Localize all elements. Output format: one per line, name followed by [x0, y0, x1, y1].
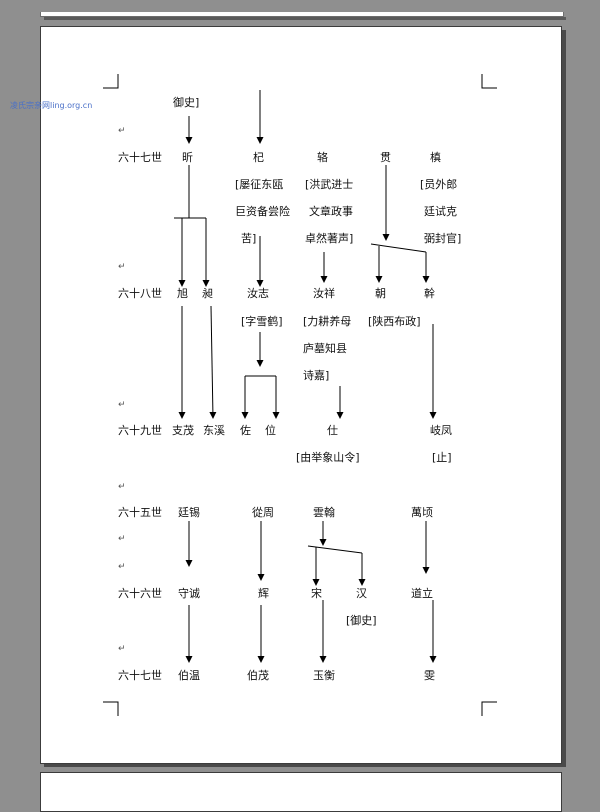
previous-page-edge	[40, 12, 564, 17]
person-name: 雯	[424, 669, 435, 682]
person-name: 岐凤	[430, 424, 452, 437]
person-name: 道立	[411, 587, 433, 600]
annotation-note: [御史]	[346, 614, 377, 627]
paragraph-mark: ↵	[118, 400, 126, 410]
generation-label: 六十八世	[118, 287, 162, 300]
generation-label: 六十七世	[118, 151, 162, 164]
person-name: 從周	[252, 506, 274, 519]
person-name: 汝祥	[313, 287, 335, 300]
paragraph-mark: ↵	[118, 644, 126, 654]
paragraph-mark: ↵	[118, 262, 126, 272]
paragraph-mark: ↵	[118, 534, 126, 544]
person-name: 宋	[311, 587, 322, 600]
person-name: 东溪	[203, 424, 225, 437]
annotation-note: [力耕养母	[303, 315, 352, 328]
annotation-note: 苦]	[241, 232, 257, 245]
annotation-note: [止]	[432, 451, 452, 464]
person-name: 朝	[375, 287, 386, 300]
person-name: 萬顷	[411, 506, 433, 519]
person-name: 玉衡	[313, 669, 335, 682]
header-text: 御史]	[173, 96, 200, 109]
paragraph-mark: ↵	[118, 482, 126, 492]
person-name: 伯茂	[247, 669, 269, 682]
person-name: 辉	[258, 587, 269, 600]
person-name: 杞	[253, 151, 264, 164]
annotation-note: 巨资备尝险	[235, 205, 290, 218]
person-name: 槙	[430, 151, 441, 164]
person-name: 昶	[202, 287, 213, 300]
person-name: 汉	[356, 587, 367, 600]
person-name: 幹	[424, 287, 435, 300]
annotation-note: [字雪鹤]	[241, 315, 283, 328]
person-name: 旭	[177, 287, 188, 300]
person-name: 昕	[182, 151, 193, 164]
annotation-note: 卓然著声]	[305, 232, 354, 245]
document-page[interactable]	[40, 26, 562, 764]
annotation-note: [陕西布政]	[368, 315, 421, 328]
person-name: 位	[265, 424, 276, 437]
person-name: 雲翰	[313, 506, 335, 519]
paragraph-mark: ↵	[118, 562, 126, 572]
page-shadow	[44, 764, 566, 767]
annotation-note: 庐墓知县	[303, 342, 347, 355]
annotation-note: [洪武进士	[305, 178, 354, 191]
previous-page-shadow	[44, 17, 566, 20]
generation-label: 六十九世	[118, 424, 162, 437]
annotation-note: [员外郎	[420, 178, 458, 191]
page-shadow	[562, 30, 566, 767]
annotation-note: 廷试克	[424, 205, 457, 218]
annotation-note: [屡征东瓯	[235, 178, 284, 191]
generation-label: 六十六世	[118, 587, 162, 600]
watermark: 凌氏宗亲网ling.org.cn	[10, 101, 93, 110]
person-name: 支茂	[172, 424, 194, 437]
paragraph-mark: ↵	[118, 126, 126, 136]
annotation-note: 诗嘉]	[303, 369, 330, 382]
person-name: 守诚	[178, 587, 200, 600]
person-name: 贯	[380, 151, 391, 164]
person-name: 廷锡	[178, 506, 200, 519]
person-name: 佐	[240, 424, 251, 437]
person-name: 汝志	[247, 287, 269, 300]
annotation-note: 文章政事	[309, 205, 353, 218]
annotation-note: [由举象山令]	[296, 451, 360, 464]
person-name: 伯温	[178, 669, 200, 682]
generation-label: 六十七世	[118, 669, 162, 682]
person-name: 仕	[327, 424, 338, 437]
generation-label: 六十五世	[118, 506, 162, 519]
person-name: 辂	[317, 151, 328, 164]
annotation-note: 弼封官]	[424, 232, 462, 245]
